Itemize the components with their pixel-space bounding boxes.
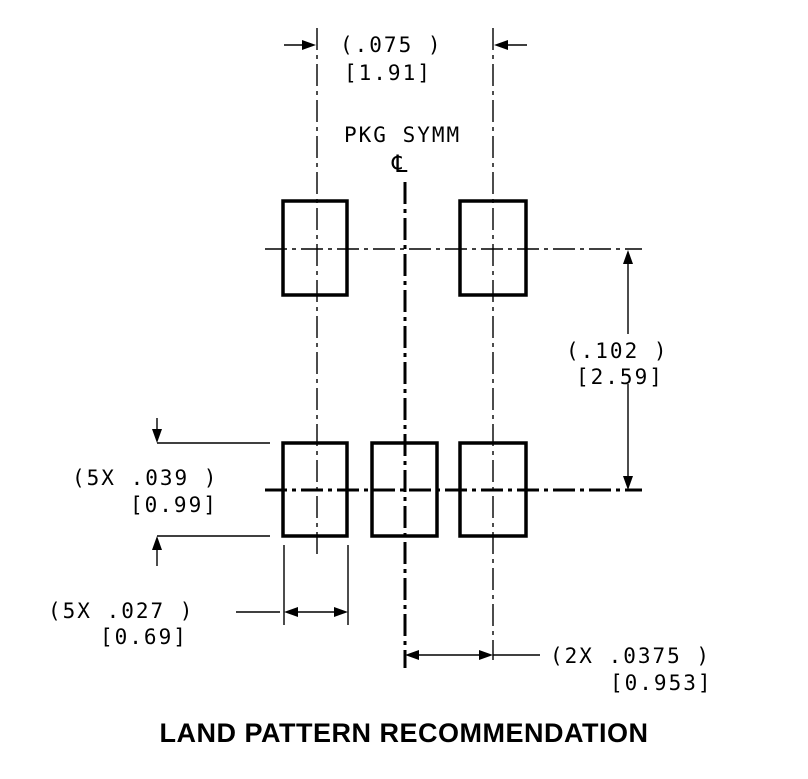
center-lines — [265, 28, 642, 668]
drawing-title: LAND PATTERN RECOMMENDATION — [160, 718, 649, 748]
offset-dim-inch: (2X .0375 ) — [550, 644, 711, 668]
pad-width-dimension: (5X .027 ) [0.69] — [48, 545, 349, 649]
symmetry-symbol: ℄ — [391, 150, 409, 178]
pitch-dimension: (.075 ) [1.91] — [284, 33, 527, 85]
row-spacing-dim-mm: [2.59] — [576, 365, 664, 389]
pitch-dim-mm: [1.91] — [344, 61, 432, 85]
pad-width-dim-inch: (5X .027 ) — [48, 599, 194, 623]
offset-dimension: (2X .0375 ) [0.953] — [405, 644, 713, 695]
pad-top-left — [281, 199, 349, 297]
offset-dim-mm: [0.953] — [610, 671, 713, 695]
pad-length-dim-mm: [0.99] — [130, 493, 218, 517]
row-spacing-dim-inch: (.102 ) — [566, 339, 669, 363]
pad-length-dimension: (5X .039 ) [0.99] — [72, 418, 270, 566]
pitch-dim-inch: (.075 ) — [340, 33, 443, 57]
pad-width-dim-mm: [0.69] — [100, 625, 188, 649]
row-spacing-dimension: (.102 ) [2.59] — [566, 250, 669, 490]
symmetry-label: PKG SYMM — [344, 123, 461, 147]
pad-length-dim-inch: (5X .039 ) — [72, 466, 218, 490]
